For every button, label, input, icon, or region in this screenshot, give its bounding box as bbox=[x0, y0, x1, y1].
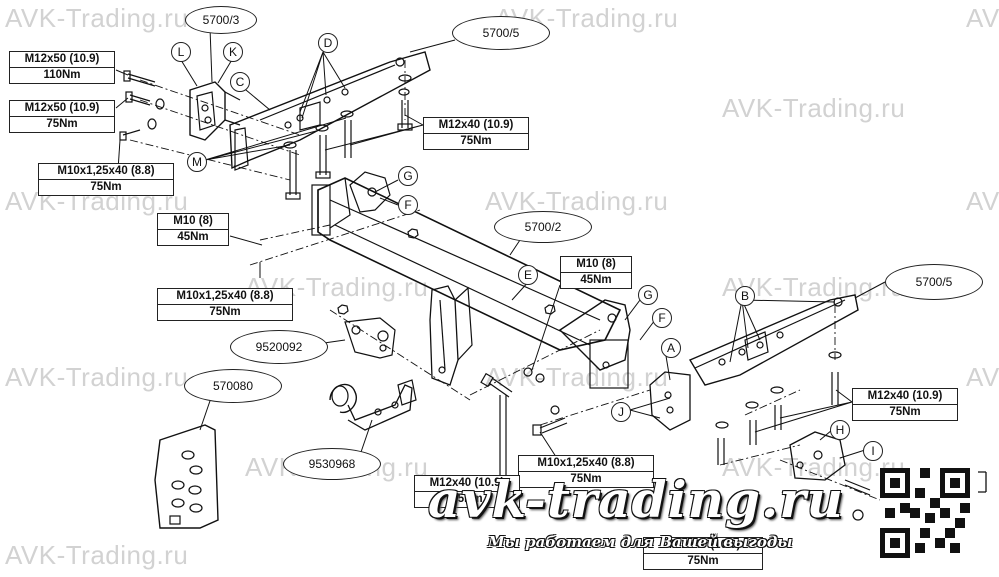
callout-F: F bbox=[398, 195, 418, 215]
spec-bolt: M10 (8) bbox=[158, 214, 228, 230]
spec-box: M12x40 (10.9) 75Nm bbox=[423, 117, 529, 150]
spec-box: M10x1,25x40 (8.8) 75Nm bbox=[518, 455, 654, 488]
part-label-9530968: 9530968 bbox=[283, 448, 381, 480]
spec-box: M10 (8) 45Nm bbox=[157, 213, 229, 246]
spec-torque: 75Nm bbox=[90, 181, 122, 193]
spec-box: M10x1,25x40 (8.8) 75Nm bbox=[38, 163, 174, 196]
callout-A: A bbox=[661, 338, 681, 358]
callout-F: F bbox=[652, 308, 672, 328]
brand-logo-text: avk-trading.ru bbox=[428, 470, 845, 529]
spec-box: M12x40 (10.9) 75Nm bbox=[852, 388, 958, 421]
spec-bolt: M12x40 (10.9) bbox=[424, 118, 528, 134]
spec-bolt: M12x50 (10.9) bbox=[10, 52, 114, 68]
spec-bolt: M10x1,25x40 (8.8) bbox=[519, 456, 653, 472]
spec-torque: 75Nm bbox=[889, 406, 921, 418]
brand-slogan: Мы работаем для Вашей выгоды bbox=[488, 533, 793, 551]
callout-D: D bbox=[318, 33, 338, 53]
spec-box: M10 (8) 45Nm bbox=[560, 256, 632, 289]
callout-E: E bbox=[518, 265, 538, 285]
watermark: AVK-Trading.ru bbox=[722, 93, 906, 123]
watermark: AVK-Trading.ru bbox=[485, 186, 669, 216]
spec-bolt: M12x40 (10.9) bbox=[853, 389, 957, 405]
watermark: AVK-Trading.ru bbox=[966, 186, 999, 216]
spec-bolt: M12x40 (10.9) bbox=[415, 476, 519, 492]
spec-torque: 75Nm bbox=[460, 135, 492, 147]
callout-G: G bbox=[398, 166, 418, 186]
watermark: AVK-Trading.ru bbox=[485, 362, 669, 392]
callout-K: K bbox=[223, 42, 243, 62]
callout-H: H bbox=[830, 420, 850, 440]
spec-torque: 75Nm bbox=[451, 493, 483, 505]
spec-bolt: M10x1,25x40 (8.8) bbox=[39, 164, 173, 180]
part-label-9520092: 9520092 bbox=[230, 330, 328, 364]
part-label-5700-2: 5700/2 bbox=[494, 211, 592, 243]
spec-box: M12x40 (10.9) 75Nm bbox=[414, 475, 520, 508]
watermark: AVK-Trading.ru bbox=[966, 3, 999, 33]
watermark: AVK-Trading.ru bbox=[966, 362, 999, 392]
callout-M: M bbox=[187, 152, 207, 172]
spec-box: M12x50 (10.9) 110Nm bbox=[9, 51, 115, 84]
part-label-5700-5: 5700/5 bbox=[885, 264, 983, 300]
part-label-5700-3: 5700/3 bbox=[185, 6, 257, 34]
spec-bolt: M12x40 (10.9) bbox=[644, 538, 762, 554]
spec-box: M10x1,25x40 (8.8) 75Nm bbox=[157, 288, 293, 321]
callout-B: B bbox=[735, 286, 755, 306]
spec-box: M12x50 (10.9) 75Nm bbox=[9, 100, 115, 133]
qr-code-image bbox=[880, 468, 970, 558]
watermark: AVK-Trading.ru bbox=[5, 362, 189, 392]
spec-bolt: M12x50 (10.9) bbox=[10, 101, 114, 117]
watermark: AVK-Trading.ru bbox=[5, 540, 189, 570]
spec-torque: 75Nm bbox=[209, 306, 241, 318]
spec-torque: 75Nm bbox=[46, 118, 78, 130]
spec-torque: 45Nm bbox=[580, 274, 612, 286]
part-label-5700-5: 5700/5 bbox=[452, 16, 550, 50]
spec-torque: 75Nm bbox=[687, 555, 719, 567]
callout-L: L bbox=[171, 42, 191, 62]
callout-J: J bbox=[611, 402, 631, 422]
spec-bolt: M10 (8) bbox=[561, 257, 631, 273]
callout-I: I bbox=[863, 441, 883, 461]
callout-C: C bbox=[230, 72, 250, 92]
watermark: AVK-Trading.ru bbox=[5, 3, 189, 33]
spec-torque: 45Nm bbox=[177, 231, 209, 243]
qr-frame-icon bbox=[978, 471, 987, 493]
callout-G: G bbox=[638, 285, 658, 305]
spec-box: M12x40 (10.9) 75Nm bbox=[643, 537, 763, 570]
spec-torque: 110Nm bbox=[43, 69, 81, 81]
part-label-570080: 570080 bbox=[184, 369, 282, 403]
spec-torque: 75Nm bbox=[570, 473, 602, 485]
spec-bolt: M10x1,25x40 (8.8) bbox=[158, 289, 292, 305]
